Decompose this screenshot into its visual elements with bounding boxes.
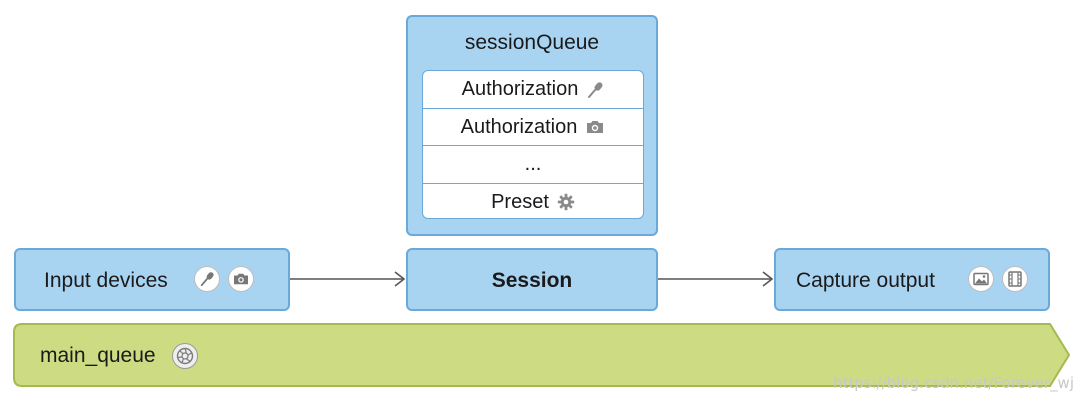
task-label: Preset: [491, 190, 549, 213]
camera-icon: [228, 266, 254, 292]
aperture-icon: [172, 343, 198, 369]
task-ellipsis: ...: [423, 145, 643, 183]
task-label: ...: [524, 153, 542, 175]
watermark: https://blog.csdn.net/Forever_wj: [833, 374, 1074, 392]
input-devices-label: Input devices: [44, 269, 168, 292]
camera-icon: [585, 119, 605, 135]
task-label: Authorization: [461, 78, 579, 100]
microphone-icon: [194, 266, 220, 292]
session-queue-box: sessionQueue Authorization Authorization: [406, 15, 658, 236]
capture-output-label: Capture output: [796, 269, 935, 292]
session-queue-title: sessionQueue: [464, 31, 600, 54]
task-authorization-microphone: Authorization: [423, 71, 643, 108]
task-label: Authorization: [460, 115, 578, 138]
task-list: Authorization Authorization ... P: [422, 70, 644, 219]
task-authorization-camera: Authorization: [423, 108, 643, 145]
film-icon: [1002, 266, 1028, 292]
arrow-session-to-capture-output: [658, 271, 774, 287]
gear-icon: [557, 193, 575, 211]
capture-output-box: Capture output: [774, 248, 1050, 311]
session-box: Session: [406, 248, 658, 311]
session-label: Session: [491, 269, 573, 292]
microphone-icon: [586, 81, 604, 99]
main-queue-label: main_queue: [40, 344, 156, 367]
photo-icon: [968, 266, 994, 292]
task-preset: Preset: [423, 183, 643, 218]
arrow-input-to-session: [290, 271, 406, 287]
input-devices-box: Input devices: [14, 248, 290, 311]
